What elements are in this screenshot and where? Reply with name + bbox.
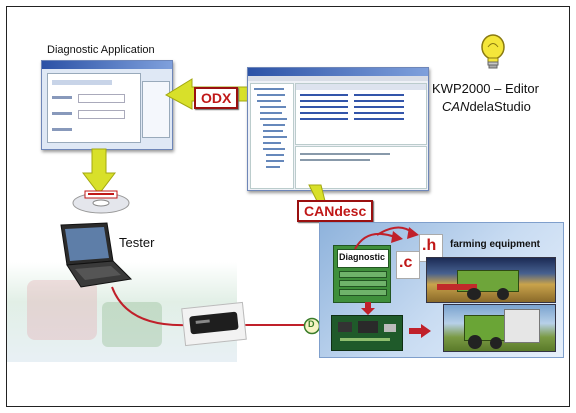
file-h-label: .h: [422, 237, 437, 254]
candela-can-part: CAN: [442, 99, 470, 114]
lightbulb-icon: [481, 34, 505, 69]
combine-harvester-image: [426, 257, 556, 303]
arrow-ecu-to-machine: [409, 324, 431, 338]
kwp2000-editor-label: KWP2000 – Editor: [432, 81, 539, 96]
diagram-frame: Diagnostic Application ODX: [6, 6, 570, 407]
kwp-editor-screen: [247, 67, 429, 191]
tester-cable: [111, 286, 307, 327]
tester-label: Tester: [119, 235, 155, 250]
cd-disc-icon: [72, 190, 130, 214]
diagnostic-application-label: Diagnostic Application: [47, 44, 155, 56]
c-source-file-icon: .c: [396, 251, 420, 279]
diagnostic-label: Diagnostic: [339, 252, 386, 262]
candelastudio-label: CANdelaStudio: [442, 99, 531, 114]
connector-d-label: D: [308, 319, 315, 329]
diagnostic-module-box: Diagnostic: [333, 245, 391, 303]
ecu-board-icon: [331, 315, 403, 351]
candesc-tag: CANdesc: [297, 200, 374, 222]
candela-rest-part: delaStudio: [469, 99, 531, 114]
interface-box-icon: [181, 301, 247, 347]
laptop-icon: [60, 222, 133, 288]
arrow-app-to-cd: [81, 148, 117, 195]
diag-app-titlebar: [42, 61, 172, 69]
file-c-label: .c: [399, 254, 413, 271]
forage-harvester-image: [443, 304, 556, 352]
arrows-to-source-files: [354, 226, 419, 250]
diagnostic-application-screen: [41, 60, 173, 150]
odx-tag: ODX: [194, 87, 239, 109]
arrow-diagnostic-to-ecu: [361, 302, 375, 315]
farming-equipment-label: farming equipment: [450, 239, 541, 250]
editor-titlebar: [248, 68, 428, 76]
